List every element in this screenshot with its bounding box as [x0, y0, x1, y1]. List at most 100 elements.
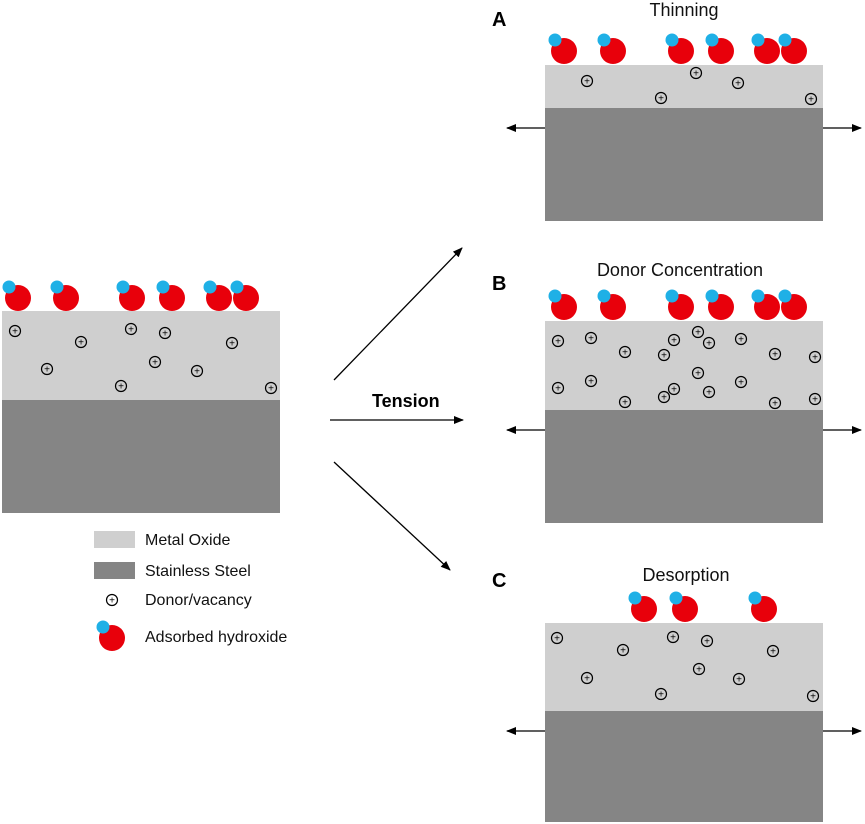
initial-oxide-layer — [2, 311, 280, 400]
vacancy-plus: + — [588, 333, 594, 344]
panel-a-oxide-layer — [545, 65, 823, 108]
legend-oxide-swatch — [94, 531, 135, 548]
donor-vacancy: + — [264, 381, 278, 394]
hydroxide-molecule — [597, 33, 626, 64]
vacancy-ring — [666, 630, 680, 644]
donor-vacancy: + — [618, 345, 632, 359]
donor-vacancy: + — [74, 335, 88, 349]
vacancy-ring — [734, 375, 748, 389]
vacancy-ring — [158, 326, 172, 340]
vacancy-ring — [808, 392, 822, 406]
vacancy-ring — [702, 336, 716, 350]
donor-vacancy: + — [731, 76, 745, 90]
vacancy-plus: + — [738, 334, 744, 345]
panel-a-vacancies: +++++ — [580, 66, 818, 105]
hydrogen-atom — [230, 280, 244, 294]
hydroxide-molecule — [751, 33, 780, 64]
panel-b-oxide-layer — [545, 321, 823, 410]
hydroxide-molecule — [156, 280, 185, 311]
vacancy-ring — [702, 385, 716, 399]
vacancy-ring — [551, 381, 565, 395]
donor-vacancy: + — [657, 348, 671, 362]
donor-vacancy: + — [806, 689, 820, 702]
vacancy-plus: + — [44, 364, 50, 375]
hydroxide-molecule — [665, 289, 694, 320]
vacancy-ring — [689, 66, 703, 80]
initial-state: ++++++++++ — [2, 280, 280, 513]
vacancy-ring — [551, 334, 565, 348]
vacancy-plus: + — [162, 328, 168, 339]
vacancy-ring — [148, 355, 162, 369]
legend-hydroxide-label: Adsorbed hydroxide — [145, 629, 287, 646]
donor-vacancy: + — [691, 325, 705, 339]
vacancy-plus: + — [671, 335, 677, 346]
donor-vacancy: + — [657, 390, 671, 403]
vacancy-ring — [667, 382, 681, 396]
donor-vacancy: + — [768, 347, 782, 360]
donor-vacancy: + — [654, 91, 668, 105]
hydroxide-molecule — [751, 289, 780, 320]
hydrogen-atom — [597, 289, 611, 303]
vacancy-plus: + — [736, 674, 742, 685]
hydroxide-molecule — [669, 591, 698, 622]
hydrogen-atom — [751, 33, 765, 47]
vacancy-plus: + — [588, 376, 594, 387]
hydrogen-atom — [778, 289, 792, 303]
hydroxide-molecule — [705, 289, 734, 320]
vacancy-ring — [700, 634, 714, 648]
donor-vacancy: + — [691, 366, 705, 379]
donor-vacancy: + — [580, 671, 594, 684]
hydroxide-molecule — [2, 280, 31, 311]
hydrogen-atom — [2, 280, 16, 294]
hydroxide-molecule — [665, 33, 694, 64]
donor-vacancy: + — [8, 324, 22, 338]
legend-steel-label: Stainless Steel — [145, 563, 251, 580]
vacancy-ring — [580, 74, 594, 88]
vacancy-ring — [732, 672, 746, 686]
vacancy-ring — [692, 662, 706, 676]
panel-b-steel-layer — [545, 410, 823, 523]
donor-vacancy: + — [584, 331, 598, 344]
vacancy-plus: + — [584, 76, 590, 87]
hydroxide-molecule — [778, 33, 807, 64]
vacancy-plus: + — [693, 68, 699, 79]
vacancy-ring — [114, 379, 128, 393]
vacancy-ring — [124, 322, 138, 336]
panel-c: C Desorption ++++++++++ — [492, 565, 862, 822]
vacancy-ring — [691, 325, 705, 339]
legend-hydroxide-icon — [96, 620, 125, 651]
donor-vacancy: + — [551, 334, 565, 348]
vacancy-plus: + — [695, 327, 701, 338]
vacancy-ring — [654, 91, 668, 105]
vacancy-ring — [550, 631, 564, 645]
panel-c-title: Desorption — [642, 565, 729, 585]
hydroxide-molecule — [50, 280, 79, 311]
vacancy-plus: + — [12, 326, 18, 337]
donor-vacancy: + — [692, 662, 706, 676]
vacancy-plus: + — [554, 633, 560, 644]
panel-a-steel-layer — [545, 108, 823, 221]
donor-vacancy: + — [580, 74, 594, 88]
vacancy-plus: + — [194, 366, 200, 377]
hydrogen-atom — [665, 289, 679, 303]
hydroxide-molecule — [628, 591, 657, 622]
vacancy-plus: + — [658, 689, 664, 700]
vacancy-plus: + — [109, 595, 115, 606]
donor-vacancy: + — [667, 382, 681, 396]
vacancy-ring — [618, 345, 632, 359]
vacancy-plus: + — [128, 324, 134, 335]
vacancy-ring — [808, 350, 822, 364]
hydroxide-molecule — [705, 33, 734, 64]
hydrogen-atom — [548, 289, 562, 303]
donor-vacancy: + — [808, 392, 822, 406]
vacancy-ring — [74, 335, 88, 349]
vacancy-ring — [8, 324, 22, 338]
vacancy-plus: + — [268, 383, 274, 394]
vacancy-plus: + — [706, 387, 712, 398]
vacancy-plus: + — [670, 632, 676, 643]
vacancy-ring — [667, 333, 681, 347]
vacancy-ring — [731, 76, 745, 90]
vacancy-ring — [657, 348, 671, 362]
vacancy-plus: + — [78, 337, 84, 348]
